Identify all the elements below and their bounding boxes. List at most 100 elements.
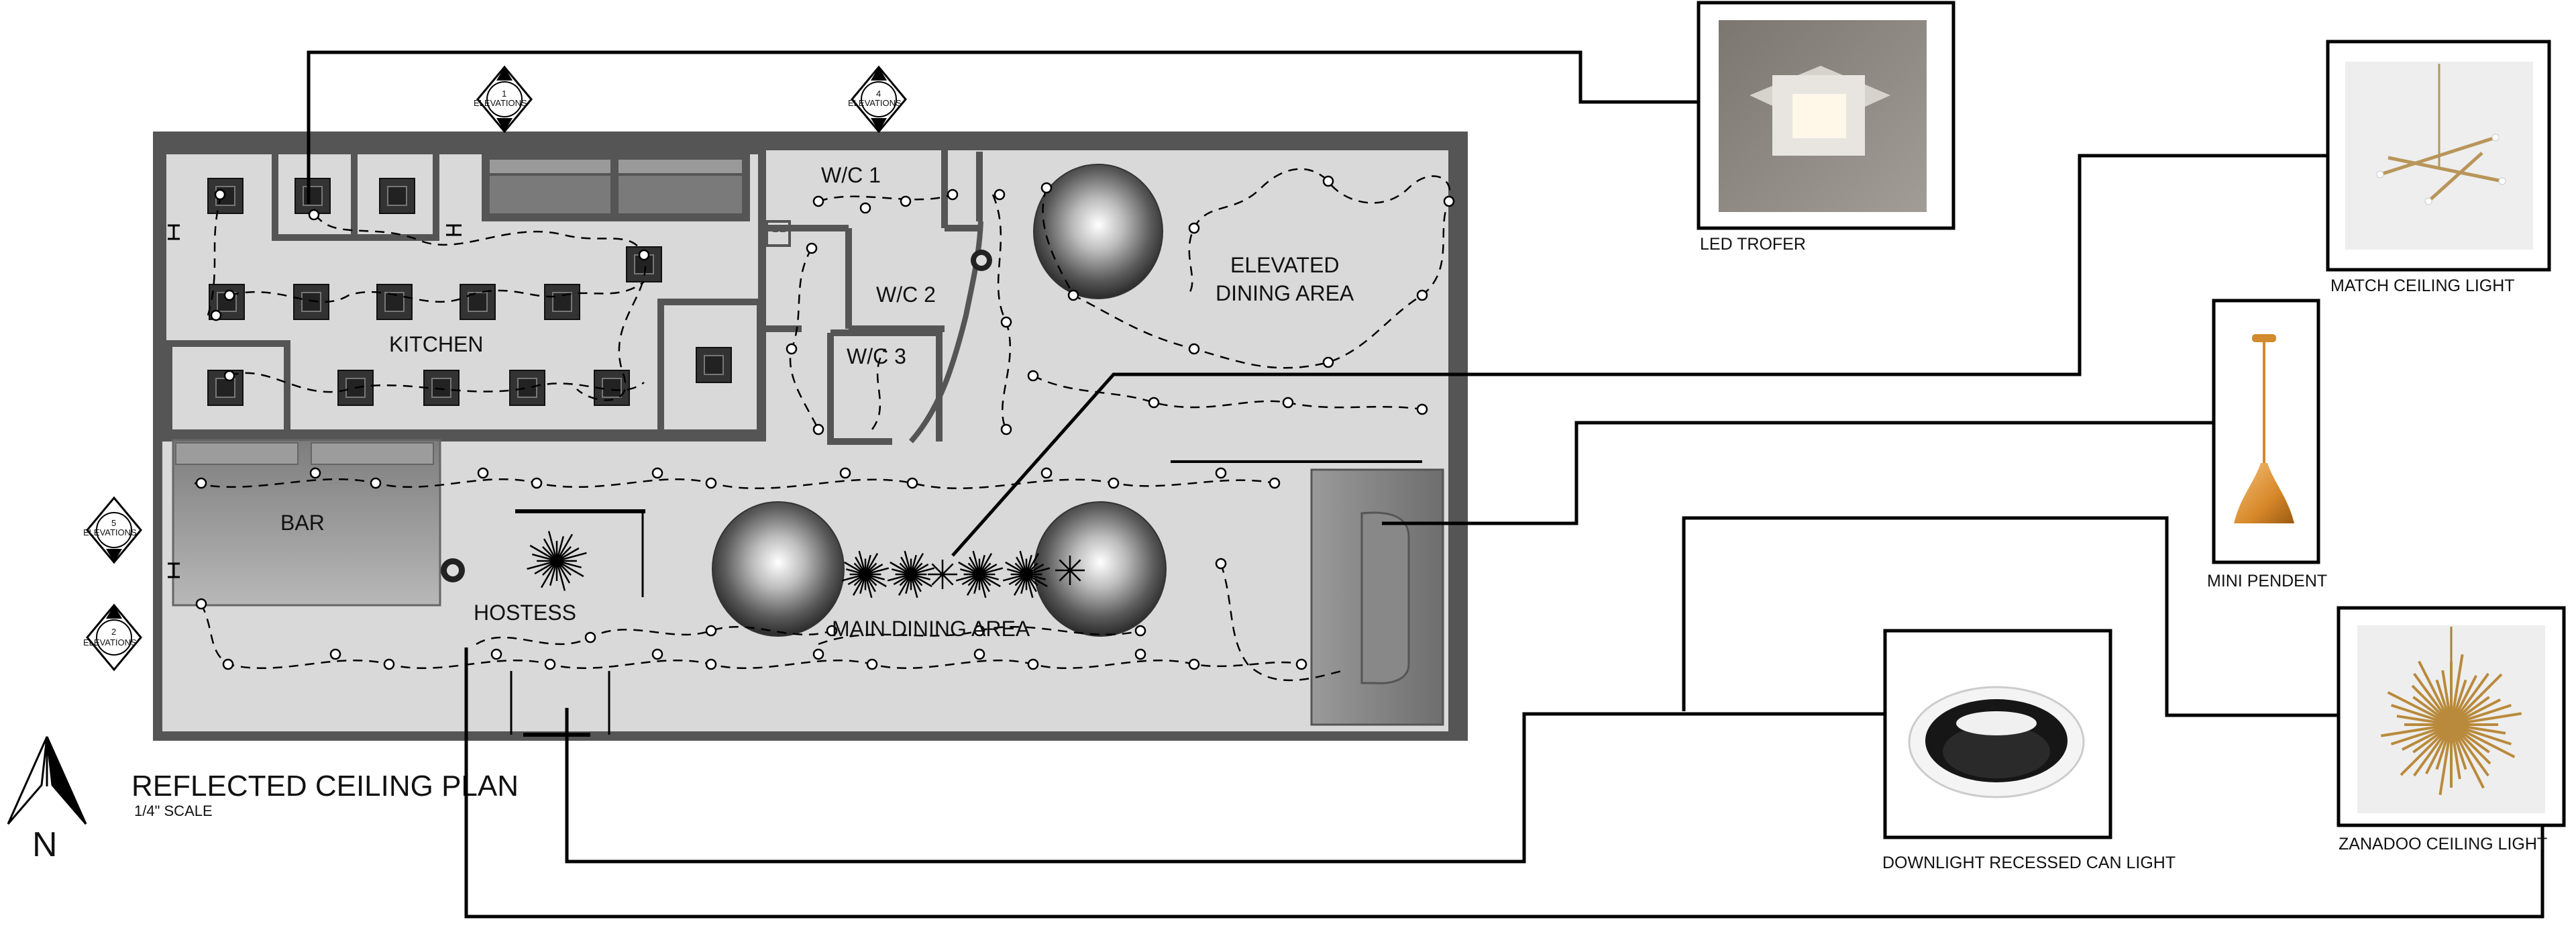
downlight-symbols xyxy=(195,175,1455,670)
downlight-dot xyxy=(1134,648,1146,660)
room-label-kitchen: KITCHEN xyxy=(389,332,483,356)
downlight-dot xyxy=(1322,356,1334,368)
led-trofer xyxy=(376,284,413,320)
room-label-wc3: W/C 3 xyxy=(847,344,906,368)
fixture-card-match-ceiling-light: MATCH CEILING LIGHT xyxy=(2326,40,2551,295)
downlight-dot xyxy=(370,477,382,489)
downlight-dot xyxy=(994,189,1006,201)
led-trofer xyxy=(460,284,496,320)
room-label-wc1: W/C 1 xyxy=(821,163,881,187)
room-label-hostess: HOSTESS xyxy=(474,601,576,625)
elevation-number-4: 4 xyxy=(876,89,881,99)
room-label-wc2: W/C 2 xyxy=(876,282,936,307)
room-label-bar: BAR xyxy=(280,511,325,535)
downlight-dot xyxy=(786,343,798,355)
downlight-dot xyxy=(705,625,717,637)
fixture-card-zanadoo-ceiling-light: ZANADOO CEILING LIGHT xyxy=(2337,606,2566,853)
leader-lines xyxy=(307,50,2576,919)
north-label: N xyxy=(32,825,58,864)
zanadoo-spike xyxy=(2418,660,2453,725)
downlight-dot xyxy=(223,370,235,382)
fixture-label-mini-pendent: MINI PENDENT xyxy=(2207,572,2327,590)
room-label-main-dining: MAIN DINING AREA xyxy=(832,617,1030,641)
zanadoo-spike xyxy=(2438,724,2453,796)
elevation-label-5: ELEVATIONS xyxy=(83,527,137,537)
restroom-zone xyxy=(759,150,983,445)
zanadoo-spike xyxy=(2413,723,2453,777)
zanadoo-symbol xyxy=(1002,550,1051,599)
elevation-marker-1: 1 ELEVATIONS xyxy=(474,65,533,134)
downlight-dot xyxy=(1040,467,1053,479)
downlight-dot xyxy=(1443,195,1455,207)
downlight-dot xyxy=(1416,403,1428,415)
downlight-dot xyxy=(383,658,395,670)
elevation-marker-4: 4 ELEVATIONS xyxy=(848,65,907,134)
downlight-dot xyxy=(308,209,320,221)
north-arrow: N xyxy=(7,736,87,864)
downlight-dot xyxy=(544,658,556,670)
downlight-dot xyxy=(1322,175,1334,187)
downlight-dot xyxy=(195,598,207,610)
downlight-dot xyxy=(638,249,650,261)
downlight-dot xyxy=(1416,289,1428,301)
led-trofer xyxy=(379,178,415,214)
elevation-number-1: 1 xyxy=(502,89,506,99)
fixture-card-led-trofer: LED TROFER xyxy=(1697,1,1955,254)
elevation-marker-5: 5 ELEVATIONS xyxy=(83,496,142,564)
led-trofer xyxy=(696,347,732,383)
bench-seating xyxy=(1171,460,1444,726)
room-label-elevated-1: ELEVATED xyxy=(1230,253,1339,277)
zanadoo-symbol xyxy=(955,550,1004,599)
downlight-dot xyxy=(812,423,824,435)
downlight-dot xyxy=(1295,658,1307,670)
downlight-dot xyxy=(973,648,985,660)
downlight-dot xyxy=(1000,423,1012,435)
dome-lights xyxy=(712,164,1167,637)
downlight-dot xyxy=(705,658,717,670)
elevation-number-5: 5 xyxy=(111,518,116,528)
bar-counter xyxy=(172,439,441,607)
led-trofer xyxy=(544,284,580,320)
fixture-label-zanadoo-ceiling-light: ZANADOO CEILING LIGHT xyxy=(2339,835,2547,853)
fixture-label-match-ceiling-light: MATCH CEILING LIGHT xyxy=(2330,276,2515,295)
zanadoo-symbol xyxy=(527,531,587,591)
downlight-dot xyxy=(906,477,918,489)
downlight-dot xyxy=(1148,397,1160,409)
zanadoo-spike xyxy=(2451,712,2522,726)
downlight-dot xyxy=(210,309,222,321)
downlight-star xyxy=(928,560,957,589)
downlight-dot xyxy=(1027,658,1039,670)
floor-plan: KITCHEN BAR HOSTESS MAIN DINING AREA ELE… xyxy=(153,132,1468,741)
downlight-dot xyxy=(900,195,912,207)
zanadoo-spike xyxy=(2387,691,2452,726)
plan-title: REFLECTED CEILING PLAN xyxy=(131,770,519,802)
downlight-dot xyxy=(651,648,663,660)
zanadoo-spike xyxy=(2413,672,2453,726)
downlight-dot xyxy=(1108,477,1120,489)
downlight-dot xyxy=(826,625,838,637)
zanadoo-spike xyxy=(2400,723,2453,776)
fixture-label-downlight-recessed-can: DOWNLIGHT RECESSED CAN LIGHT xyxy=(1882,853,2176,872)
elevation-label-4: ELEVATIONS xyxy=(848,98,902,108)
downlight-star xyxy=(1055,556,1085,585)
downlight-dot xyxy=(1188,222,1200,234)
downlight-dot xyxy=(812,648,824,660)
downlight-dot xyxy=(947,189,959,201)
downlight-dot xyxy=(1269,477,1281,489)
led-trofer-fixtures xyxy=(207,178,732,406)
downlight-dot xyxy=(1067,289,1079,301)
led-trofer xyxy=(423,370,460,406)
led-trofer xyxy=(294,178,331,214)
downlight-dot xyxy=(859,202,871,214)
downlight-dot xyxy=(1134,625,1146,637)
fixture-label-led-trofer: LED TROFER xyxy=(1700,235,1806,254)
elevation-label-1: ELEVATIONS xyxy=(474,98,527,108)
downlight-dot xyxy=(584,631,596,643)
zanadoo-cluster xyxy=(527,531,1085,599)
zanadoo-spike xyxy=(2390,723,2452,745)
downlight-dot xyxy=(973,625,985,637)
room-label-elevated-2: DINING AREA xyxy=(1216,281,1354,305)
fixture-card-downlight-recessed-can: DOWNLIGHT RECESSED CAN LIGHT xyxy=(1882,629,2176,872)
zanadoo-symbol xyxy=(887,550,935,599)
downlight-dot xyxy=(1215,558,1227,570)
